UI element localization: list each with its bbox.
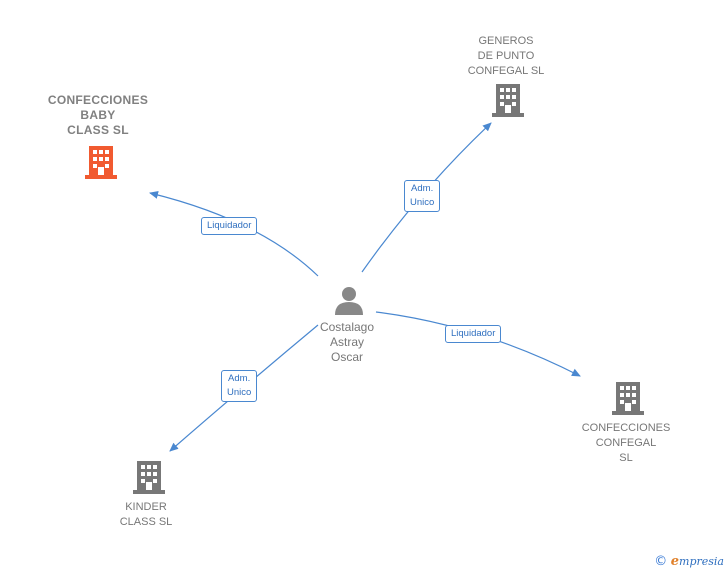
brand-footer: © empresia [654, 554, 724, 569]
edge-confegal [375, 311, 581, 377]
relation-label-generos: Adm. Unico [404, 180, 441, 212]
building-icon[interactable] [492, 83, 524, 122]
brand-logo-text: mpresia [679, 555, 724, 568]
copyright-icon: © [654, 554, 668, 569]
relation-label-kinder: Adm. Unico [221, 370, 258, 402]
company-label-kinder[interactable]: KINDER CLASS SL [119, 501, 173, 528]
building-icon[interactable] [612, 381, 644, 420]
relation-label-confegal: Liquidador [445, 325, 502, 343]
building-icon[interactable] [85, 145, 117, 184]
brand-logo-initial: e [670, 554, 680, 569]
company-label-confegal[interactable]: CONFECCIONES CONFEGAL SL [581, 422, 671, 464]
person-label[interactable]: Costalago Astray Oscar [319, 320, 375, 364]
person-icon[interactable] [334, 285, 364, 320]
relation-label-baby: Liquidador [201, 217, 258, 235]
company-label-generos[interactable]: GENEROS DE PUNTO CONFEGAL SL [467, 35, 545, 77]
company-label-baby[interactable]: CONFECCIONES BABY CLASS SL [47, 93, 149, 137]
building-icon[interactable] [133, 460, 165, 499]
